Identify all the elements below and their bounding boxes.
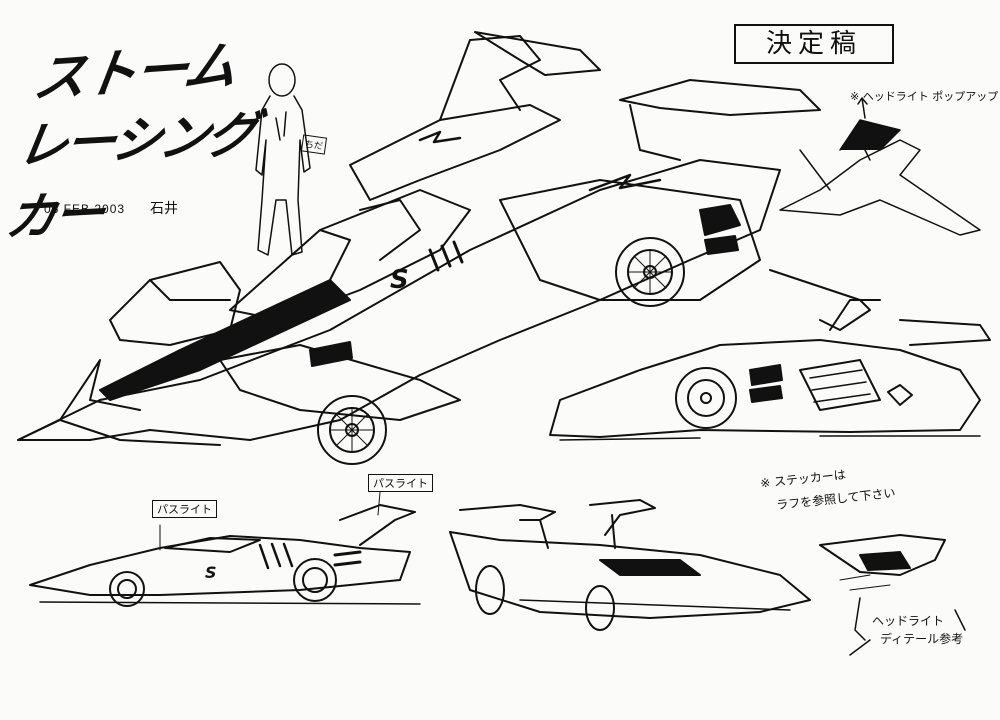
bracket-marks — [849, 609, 966, 656]
headlight-detail-note-line-1: ヘッドライト — [872, 614, 945, 628]
small-car-topright — [779, 97, 981, 236]
front-view-car — [449, 499, 811, 631]
artist-signature: 石井 — [150, 201, 178, 217]
headlight-detail-note-line-2: ディテール参考 — [880, 632, 964, 646]
main-car-perspective: S — [17, 31, 821, 465]
side-view-car: S — [29, 491, 421, 607]
figure-label: ちだ — [300, 134, 328, 155]
pass-light-label-right: パスライト — [368, 474, 433, 492]
svg-text:S: S — [390, 265, 409, 295]
final-draft-stamp: 決定稿 — [734, 24, 894, 64]
date-text: 06 FEB 2003 — [44, 202, 126, 216]
rear-view-car — [549, 269, 991, 441]
svg-text:S: S — [205, 563, 217, 582]
headlight-popup-note: ※ ヘッドライト ポップアップ — [850, 90, 999, 103]
title-line-2: レーシングカー — [1, 105, 259, 248]
human-scale-figure — [255, 63, 311, 256]
headlight-detail — [819, 534, 946, 591]
pass-light-label-left: パスライト — [152, 500, 217, 518]
note-arrow — [854, 597, 866, 641]
title-logo: ストーム レーシングカー — [2, 30, 259, 247]
